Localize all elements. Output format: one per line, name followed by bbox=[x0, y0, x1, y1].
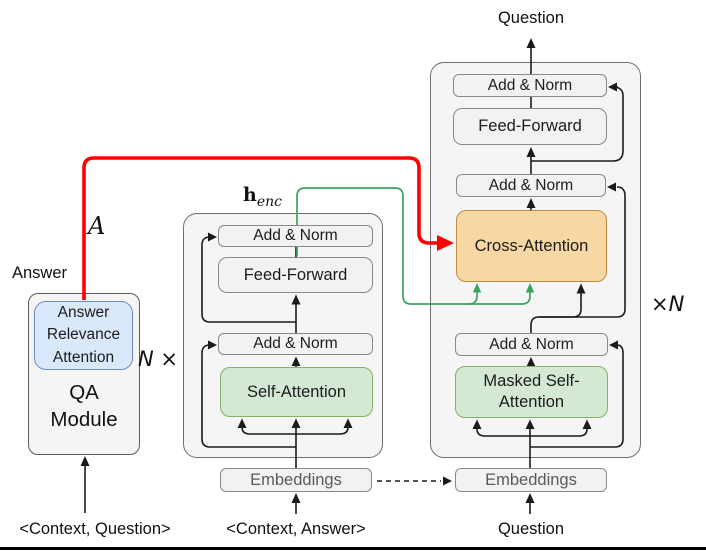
encoder-hidden-state-label: henc bbox=[243, 184, 282, 210]
encoder-embeddings-input-arrow bbox=[291, 493, 301, 514]
cross-attention-to-addnorm-arrow bbox=[526, 198, 536, 210]
encoder-sa-to-addnorm-arrow bbox=[291, 356, 301, 367]
decoder-output-label: Question bbox=[497, 9, 565, 27]
embeddings-shared-dashed-arrow bbox=[377, 476, 452, 486]
decoder-add-norm-mid: Add & Norm bbox=[456, 174, 606, 197]
decoder-embeddings-block: Embeddings bbox=[455, 468, 607, 492]
encoder-add-norm-bottom: Add & Norm bbox=[218, 333, 373, 355]
decoder-output-arrow bbox=[526, 38, 536, 74]
encoder-residual-top bbox=[201, 232, 296, 323]
decoder-input-label: Question bbox=[497, 520, 565, 538]
qa-module-label: QA Module bbox=[50, 381, 118, 431]
cross-attention-block: Cross-Attention bbox=[456, 210, 607, 282]
decoder-residual-bottom bbox=[530, 340, 624, 448]
encoder-repeat-label: N × bbox=[138, 347, 178, 371]
figure-bottom-rule bbox=[0, 547, 706, 550]
encoder-addnorm-to-ff-arrow bbox=[291, 294, 301, 333]
decoder-feed-forward: Feed-Forward bbox=[453, 108, 607, 145]
decoder-repeat-label: ×N bbox=[651, 292, 685, 316]
decoder-embeddings-input-arrow bbox=[525, 493, 535, 514]
decoder-residual-top bbox=[531, 82, 624, 162]
encoder-input-label: <Context, Answer> bbox=[226, 520, 366, 538]
encoder-feed-forward: Feed-Forward bbox=[218, 257, 373, 293]
answer-relevance-attention-block: Answer Relevance Attention bbox=[34, 301, 133, 370]
decoder-add-norm-bottom: Add & Norm bbox=[455, 333, 608, 356]
decoder-add-norm-top: Add & Norm bbox=[453, 74, 607, 97]
encoder-add-norm-top: Add & Norm bbox=[218, 225, 373, 247]
cross-attention-label: Cross-Attention bbox=[474, 236, 589, 255]
decoder-add-norm-bottom-label: Add & Norm bbox=[489, 335, 574, 353]
encoder-add-norm-bottom-label: Add & Norm bbox=[253, 335, 338, 353]
decoder-embeddings-label: Embeddings bbox=[485, 470, 577, 489]
decoder-qkv-arrows bbox=[472, 419, 592, 468]
masked-self-attention-block: Masked Self-Attention bbox=[455, 366, 608, 418]
encoder-hidden-state-path bbox=[296, 187, 535, 305]
qa-input-label: <Context, Question> bbox=[19, 520, 171, 538]
decoder-add-norm-mid-label: Add & Norm bbox=[488, 176, 574, 194]
decoder-feed-forward-label: Feed-Forward bbox=[478, 117, 582, 136]
encoder-embeddings-block: Embeddings bbox=[220, 468, 372, 492]
encoder-add-norm-top-label: Add & Norm bbox=[253, 227, 338, 245]
decoder-addnorm-to-ff-arrow bbox=[526, 147, 536, 174]
self-attention-label: Self-Attention bbox=[246, 382, 347, 401]
self-attention-block: Self-Attention bbox=[220, 367, 373, 417]
encoder-feed-forward-label: Feed-Forward bbox=[243, 265, 348, 284]
masked-self-attention-label: Masked Self-Attention bbox=[483, 372, 580, 411]
answer-relevance-attention-label: Answer Relevance Attention bbox=[46, 303, 121, 366]
encoder-residual-bottom bbox=[201, 340, 296, 448]
encoder-embeddings-label: Embeddings bbox=[250, 470, 342, 489]
encoder-qkv-arrows bbox=[237, 418, 353, 468]
decoder-query-into-cross-attention bbox=[530, 283, 586, 333]
decoder-add-norm-top-label: Add & Norm bbox=[487, 76, 573, 94]
h-symbol: h bbox=[243, 184, 257, 206]
enc-subscript: enc bbox=[256, 193, 282, 210]
decoder-residual-mid bbox=[539, 182, 626, 318]
qa-input-arrow bbox=[80, 456, 90, 513]
masked-sa-to-addnorm-arrow bbox=[526, 357, 536, 367]
answer-label: Answer bbox=[12, 264, 68, 282]
answer-relevance-path bbox=[82, 156, 454, 300]
relevance-matrix-symbol: A bbox=[88, 212, 106, 240]
